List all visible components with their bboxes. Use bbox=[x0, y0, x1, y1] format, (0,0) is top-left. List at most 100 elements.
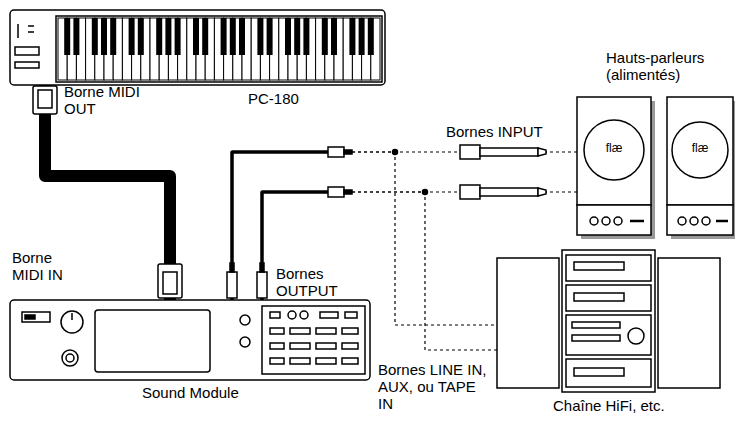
node-label: Chaîne HiFi, etc. bbox=[553, 398, 703, 415]
midi-plug bbox=[163, 272, 177, 294]
button bbox=[345, 312, 357, 318]
slider bbox=[28, 25, 34, 27]
button bbox=[288, 311, 296, 319]
black-key bbox=[294, 18, 300, 55]
black-key bbox=[257, 18, 263, 55]
black-key bbox=[193, 18, 199, 55]
black-key bbox=[303, 18, 309, 55]
black-key bbox=[285, 18, 291, 55]
phone-plug bbox=[538, 188, 546, 196]
black-key bbox=[349, 18, 355, 55]
display bbox=[95, 310, 210, 372]
indicator bbox=[240, 337, 250, 347]
rca-plug bbox=[344, 150, 352, 154]
slider bbox=[17, 24, 19, 38]
black-key bbox=[129, 18, 135, 55]
phones-jack bbox=[66, 354, 74, 362]
speaker-cabinet bbox=[577, 97, 651, 205]
black-key bbox=[64, 18, 70, 55]
terminal-label: Borne MIDI IN bbox=[12, 250, 82, 284]
keyboard-body bbox=[10, 10, 385, 85]
black-key bbox=[267, 18, 273, 55]
black-key bbox=[239, 18, 245, 55]
hifi-speaker bbox=[658, 258, 720, 388]
speaker-control bbox=[590, 217, 598, 225]
volume-knob bbox=[71, 313, 73, 320]
button bbox=[300, 311, 308, 319]
module-body bbox=[10, 300, 370, 380]
phone-plug bbox=[460, 145, 480, 159]
rca-plug bbox=[260, 263, 264, 272]
terminal-label: Borne MIDI OUT bbox=[64, 84, 144, 118]
midi-plug bbox=[158, 264, 182, 298]
black-key bbox=[322, 18, 328, 55]
black-key bbox=[331, 18, 337, 55]
speaker-base bbox=[667, 205, 733, 235]
speaker: flæ bbox=[577, 97, 651, 235]
power-switch bbox=[25, 315, 35, 319]
slider bbox=[28, 31, 34, 33]
phone-plug bbox=[460, 185, 480, 199]
keyboard-keybed bbox=[56, 16, 382, 82]
button bbox=[270, 343, 284, 349]
black-key bbox=[221, 18, 227, 55]
hifi-cd bbox=[574, 368, 624, 376]
volume-knob bbox=[61, 311, 83, 333]
speaker-control bbox=[702, 217, 710, 225]
black-key bbox=[359, 18, 365, 55]
black-key bbox=[101, 18, 107, 55]
speaker-control bbox=[678, 217, 686, 225]
terminal-label: Bornes OUTPUT bbox=[276, 266, 346, 300]
node-label: flæ bbox=[584, 142, 644, 155]
button-panel bbox=[262, 306, 365, 374]
midi-plug bbox=[38, 90, 52, 108]
terminal-label: Bornes LINE IN, AUX, ou TAPE IN bbox=[378, 362, 490, 412]
drawing-layer bbox=[10, 10, 735, 392]
power-switch bbox=[22, 312, 50, 322]
button bbox=[15, 47, 39, 55]
rca-plug bbox=[230, 263, 234, 272]
indicator bbox=[240, 315, 250, 325]
keyboard-keys bbox=[58, 18, 380, 80]
black-key bbox=[175, 18, 181, 55]
button bbox=[342, 343, 358, 349]
black-key bbox=[156, 18, 162, 55]
node-label: flæ bbox=[673, 142, 727, 155]
black-key bbox=[230, 18, 236, 55]
hifi-deck bbox=[574, 293, 624, 301]
node-label: PC-180 bbox=[248, 91, 338, 108]
button bbox=[270, 358, 284, 364]
black-key bbox=[202, 18, 208, 55]
terminal-label: Hauts-parleurs (alimentés) bbox=[606, 50, 726, 84]
junction-dot bbox=[423, 190, 428, 195]
hifi-amp bbox=[572, 322, 620, 328]
button bbox=[290, 328, 310, 334]
button bbox=[15, 62, 39, 68]
rca-plug bbox=[344, 190, 352, 194]
black-key bbox=[92, 18, 98, 55]
hifi-stack bbox=[562, 250, 655, 392]
hifi-tuner bbox=[566, 255, 651, 281]
keyboard: PC-180 bbox=[10, 10, 385, 85]
hifi-speaker bbox=[497, 258, 559, 388]
rca-plug bbox=[257, 272, 267, 298]
button bbox=[290, 343, 310, 349]
button bbox=[290, 358, 310, 364]
midi-cable bbox=[45, 85, 170, 300]
phone-plug bbox=[480, 188, 538, 196]
node-label: Sound Module bbox=[142, 385, 272, 402]
speaker-control bbox=[602, 217, 610, 225]
speaker: flæ bbox=[667, 97, 733, 235]
speaker-control bbox=[716, 220, 728, 223]
midi-plug bbox=[33, 86, 57, 114]
speaker-control bbox=[630, 220, 644, 223]
button bbox=[320, 312, 338, 318]
phone-plug bbox=[480, 148, 538, 156]
rca-plug bbox=[328, 187, 344, 197]
junction-dot bbox=[393, 150, 398, 155]
sound-module: Sound Module bbox=[10, 300, 370, 380]
dashed-wire bbox=[352, 192, 497, 350]
cable bbox=[45, 85, 170, 300]
button bbox=[270, 328, 284, 334]
